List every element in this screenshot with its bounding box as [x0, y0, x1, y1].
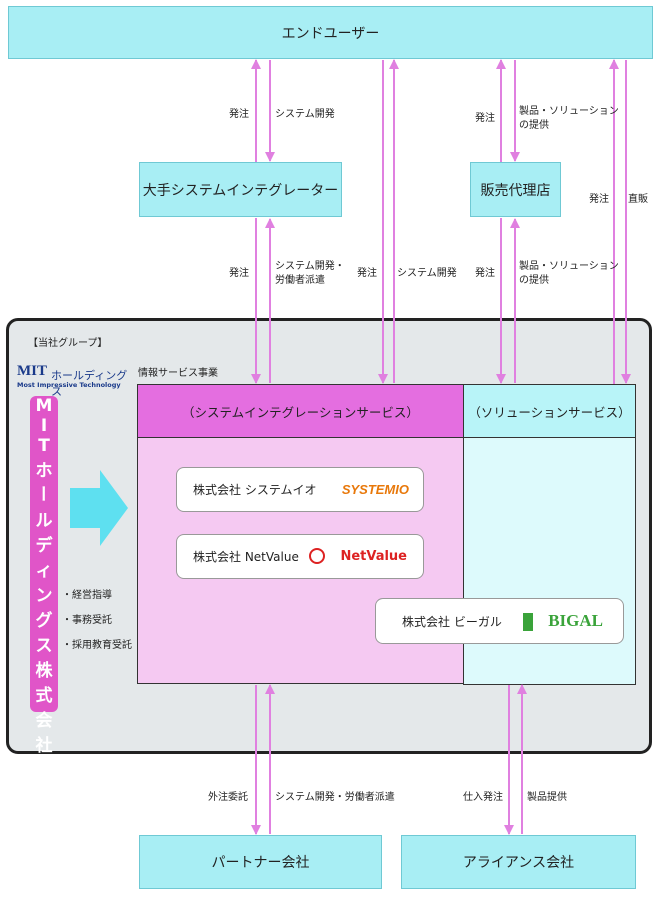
group-label: 【当社グループ】 [28, 338, 108, 349]
flow-label-purchase-order: 仕入発注 [463, 792, 503, 803]
holdings-tagline: Most Impressive Technology [17, 381, 121, 389]
holdings-vchar: I [40, 416, 48, 436]
flow-label-products: 製品・ソリューション [519, 261, 619, 272]
si-header-label: （システムインテグレーションサービス） [182, 404, 419, 420]
flow-label-sysdev: システム開発 [397, 268, 457, 279]
partner-label: パートナー会社 [211, 855, 310, 871]
flow-label-direct: 直販 [628, 194, 648, 205]
company-bigal-name: 株式会社 ビーガル [402, 614, 502, 629]
flow-label-sysdev-dispatch: システム開発・労働者派遣 [275, 792, 395, 803]
company-systemio-name: 株式会社 システムイオ [193, 483, 317, 497]
company-netvalue: 株式会社 NetValue NetValue [176, 534, 424, 579]
end-user-label: エンドユーザー [281, 25, 380, 42]
holdings-logo-mark: MIT [17, 363, 47, 379]
flow-label-order: 発注 [589, 194, 609, 205]
holdings-vchar: 会 [35, 711, 53, 731]
holdings-vchar: ル [35, 511, 53, 531]
holdings-vchar: ホ [35, 461, 53, 481]
holdings-vchar: グ [35, 611, 53, 631]
company-bigal: 株式会社 ビーガル BIGAL [375, 598, 624, 644]
netvalue-logo-icon [309, 548, 325, 564]
flow-label-sysdev-dispatch: 労働者派遣 [275, 275, 325, 286]
alliance-box: アライアンス会社 [401, 835, 636, 889]
holdings-vchar: ィ [35, 561, 53, 581]
bigal-logo-icon [523, 613, 533, 631]
holdings-vchar: デ [35, 536, 53, 556]
segment-label: 情報サービス事業 [138, 368, 218, 379]
alliance-label: アライアンス会社 [462, 855, 575, 871]
company-netvalue-name: 株式会社 NetValue [193, 550, 299, 564]
flow-label-order: 発注 [475, 268, 495, 279]
service-item: ・事務受託 [62, 615, 112, 626]
big-right-arrow-icon [70, 470, 128, 546]
flow-label-products: の提供 [519, 120, 549, 131]
netvalue-logo: NetValue [340, 549, 407, 564]
flow-label-products: 製品・ソリューション [519, 106, 619, 117]
flow-label-sysdev: システム開発 [275, 109, 335, 120]
flow-label-order: 発注 [229, 268, 249, 279]
flow-label-order: 発注 [475, 113, 495, 124]
sol-header-label: （ソリューションサービス） [468, 404, 631, 420]
flow-label-sysdev-dispatch: システム開発・ [275, 261, 345, 272]
holdings-vchar: ス [35, 636, 53, 656]
bigal-logo: BIGAL [548, 611, 603, 630]
flow-label-product-supply: 製品提供 [527, 792, 567, 803]
holdings-vchar: 株 [35, 661, 53, 681]
holdings-vchar: 社 [35, 736, 53, 756]
holdings-logo: MIT ホールディングス Most Impressive Technology [17, 361, 137, 398]
holdings-vertical-bar: M I T ホ ー ル デ ィ ン グ ス 株 式 会 社 [30, 396, 58, 756]
reseller-label: 販売代理店 [480, 182, 551, 199]
company-systemio: 株式会社 システムイオ SYSTEMIO [176, 467, 424, 512]
service-item: ・経営指導 [62, 590, 112, 601]
holdings-vchar: M [35, 396, 53, 416]
end-user-box: エンドユーザー [8, 6, 653, 59]
flow-label-order: 発注 [357, 268, 377, 279]
flow-label-products: の提供 [519, 275, 549, 286]
holdings-vchar: T [38, 436, 50, 456]
service-item: ・採用教育受託 [62, 640, 132, 651]
flow-label-order: 発注 [229, 109, 249, 120]
holdings-vchar: ン [35, 586, 53, 606]
integrator-box: 大手システムインテグレーター [139, 162, 342, 217]
sol-header: （ソリューションサービス） [463, 384, 636, 438]
flow-label-outsourcing: 外注委託 [208, 792, 248, 803]
holdings-logo-text: ホールディングス [51, 369, 128, 398]
integrator-label: 大手システムインテグレーター [142, 182, 339, 199]
partner-box: パートナー会社 [139, 835, 382, 889]
systemio-logo: SYSTEMIO [341, 482, 409, 497]
reseller-box: 販売代理店 [470, 162, 561, 217]
holdings-vchar: 式 [35, 686, 53, 706]
